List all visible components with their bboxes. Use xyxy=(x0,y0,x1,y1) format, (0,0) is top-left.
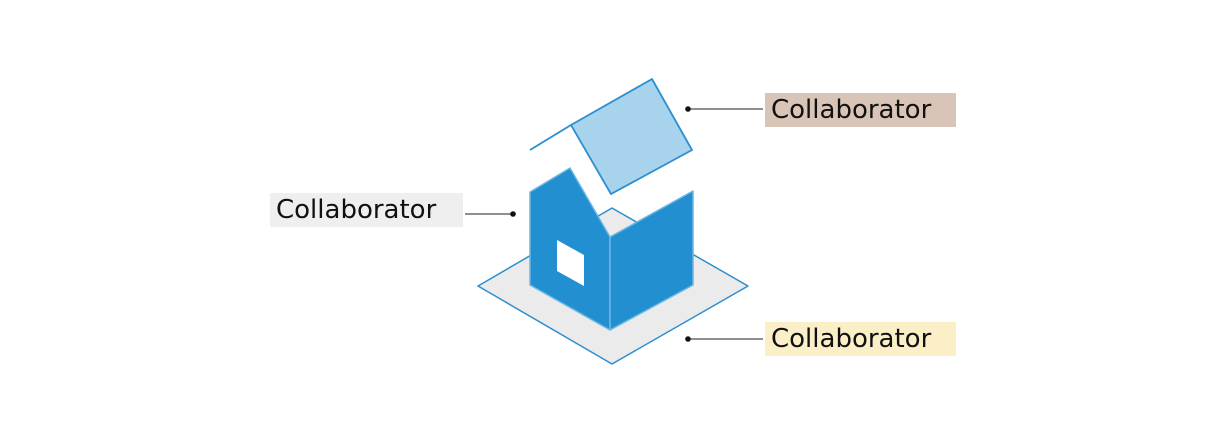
roof-leader-dot xyxy=(685,106,691,112)
window xyxy=(557,240,584,286)
right-wall xyxy=(609,190,694,331)
roof-label: Collaborator xyxy=(765,93,956,127)
walls-leader-dot xyxy=(510,211,516,217)
base-label: Collaborator xyxy=(765,322,956,356)
roof-edge-line xyxy=(529,124,572,151)
walls-label: Collaborator xyxy=(270,193,463,227)
base-leader-dot xyxy=(685,336,691,342)
roof-panel xyxy=(570,78,693,195)
